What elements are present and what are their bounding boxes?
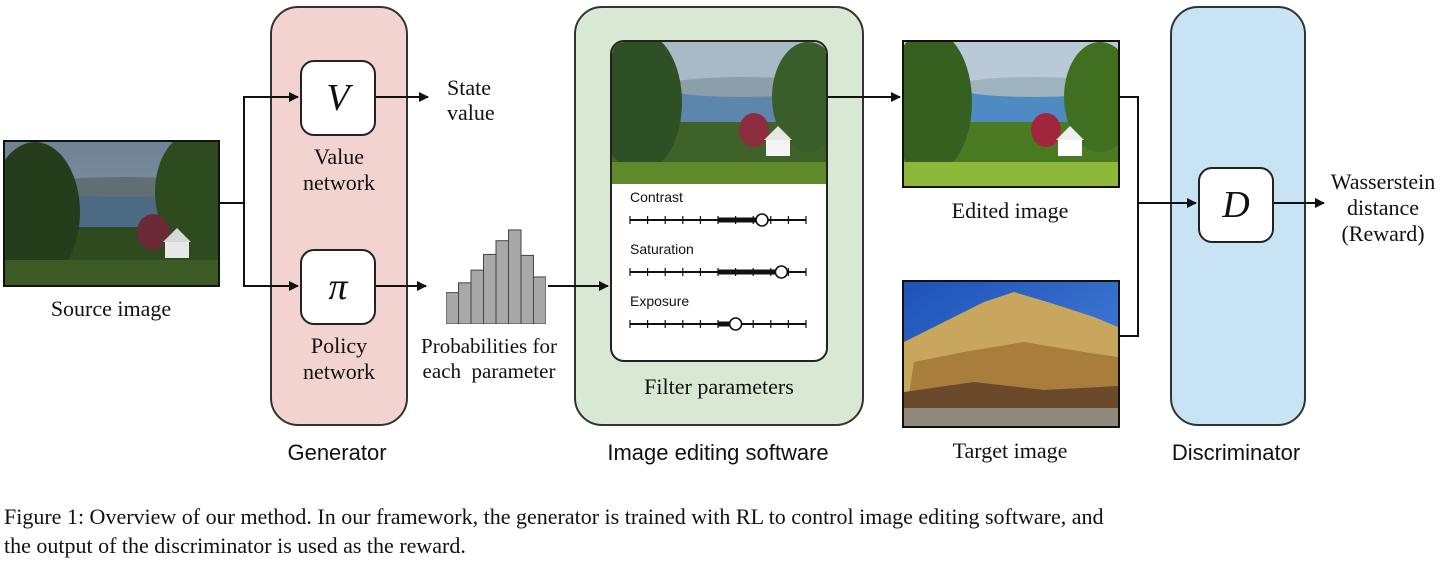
reward-label-line1: Wasserstein	[1330, 169, 1436, 194]
edited-preview-image	[612, 42, 826, 184]
target-image-label: Target image	[952, 438, 1068, 463]
slider-knob[interactable]	[728, 317, 743, 331]
slider-label: Saturation	[630, 241, 694, 257]
target-image	[902, 280, 1120, 428]
figure-caption-line1: Figure 1: Overview of our method. In our…	[4, 504, 1104, 529]
histogram-bar	[520, 254, 534, 324]
discriminator-title: Discriminator	[1171, 440, 1301, 465]
discriminator-box: D	[1198, 167, 1274, 243]
filter-parameters-label: Filter parameters	[644, 374, 794, 399]
policy-network-box: π	[300, 249, 376, 325]
source-image	[3, 140, 220, 287]
histogram-bar	[483, 253, 497, 324]
policy-network-label-line2: network	[302, 359, 376, 384]
figure-caption: Figure 1: Overview of our method. In our…	[4, 502, 1448, 560]
value-network-label-line1: Value	[313, 144, 365, 169]
state-value-line2: value	[447, 100, 495, 125]
probability-histogram	[446, 229, 546, 324]
histogram-bar	[470, 269, 484, 324]
value-network-label-line2: network	[302, 170, 376, 195]
edited-image-label: Edited image	[951, 198, 1069, 223]
probabilities-label-line1: Probabilities for	[421, 334, 557, 358]
histogram-bar	[495, 240, 509, 324]
probabilities-label: Probabilities for each parameter	[412, 334, 566, 384]
slider-knob[interactable]	[774, 265, 789, 279]
generator-title: Generator	[287, 440, 387, 465]
slider-knob[interactable]	[755, 213, 769, 227]
value-network-label: Value network	[270, 144, 408, 196]
policy-symbol: π	[328, 266, 348, 308]
histogram-bar	[533, 276, 546, 324]
reward-label-line3: (Reward)	[1341, 221, 1425, 246]
histogram-bar	[458, 282, 472, 324]
figure-caption-line2: the output of the discriminator is used …	[4, 533, 466, 558]
state-value-label: State value	[447, 75, 495, 125]
value-symbol: V	[326, 77, 350, 119]
slider-label: Exposure	[630, 293, 689, 309]
reward-label: Wasserstein distance (Reward)	[1318, 169, 1448, 247]
value-network-box: V	[300, 60, 376, 136]
policy-network-label: Policy network	[270, 333, 408, 385]
source-image-label: Source image	[50, 296, 172, 321]
slider-label: Contrast	[630, 189, 683, 205]
reward-label-line2: distance	[1346, 195, 1420, 220]
state-value-line1: State	[447, 75, 491, 100]
probabilities-label-line2: each parameter	[422, 359, 556, 383]
histogram-bar	[446, 292, 459, 324]
editing-software-title: Image editing software	[607, 440, 829, 465]
discriminator-symbol: D	[1222, 184, 1250, 226]
histogram-bar	[508, 229, 522, 324]
edited-image	[902, 40, 1120, 188]
policy-network-label-line1: Policy	[310, 333, 368, 358]
